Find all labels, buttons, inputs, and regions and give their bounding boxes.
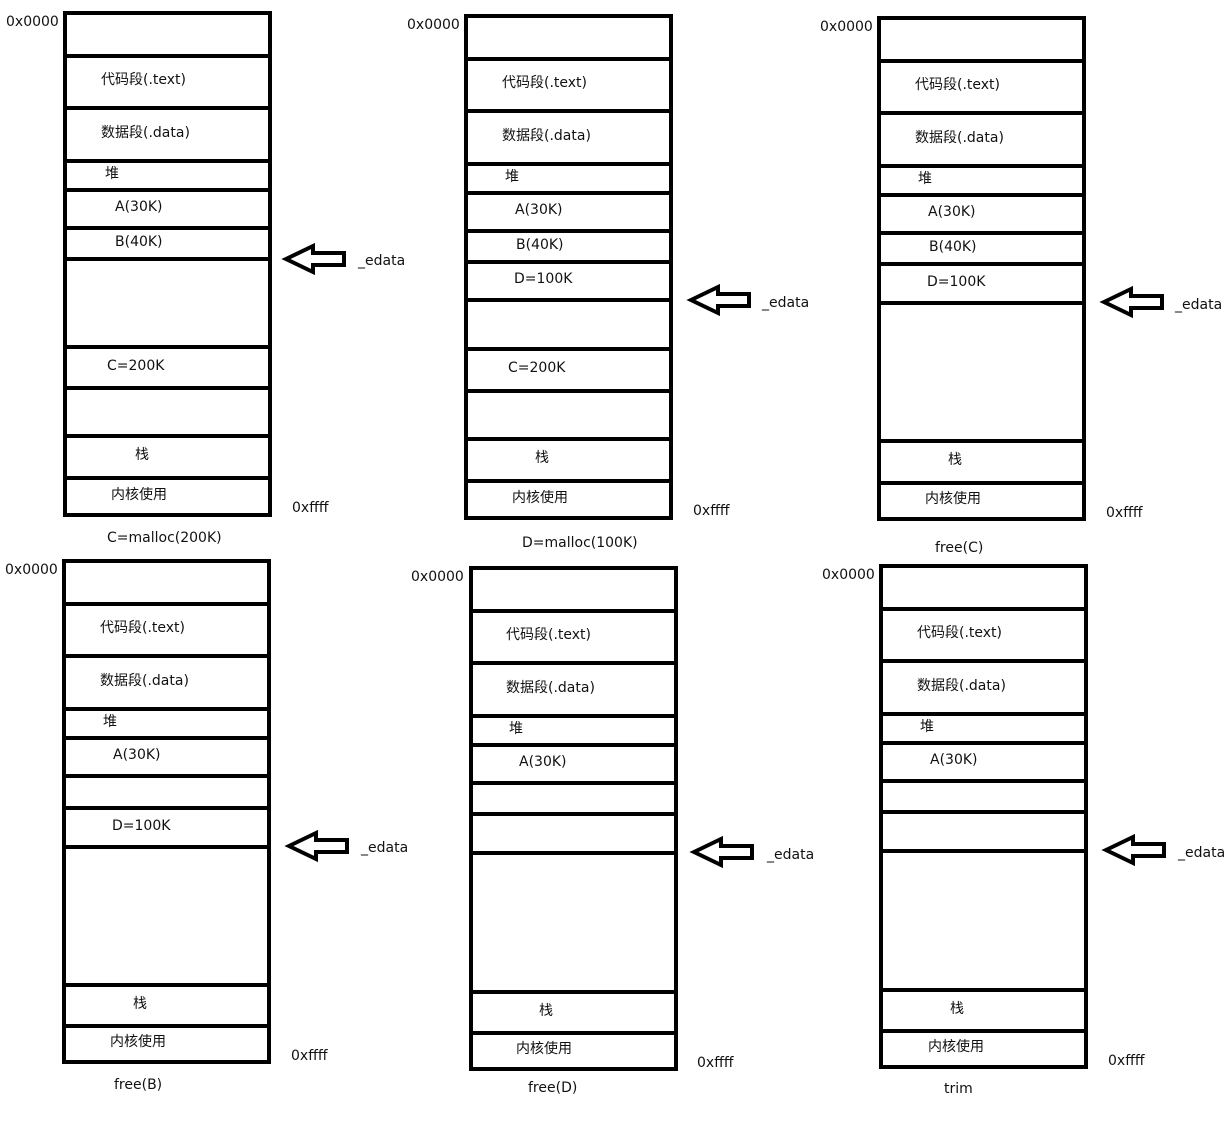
edata-pointer-label: _edata [1175, 297, 1223, 313]
memory-block-outline [62, 559, 271, 1064]
segment-label: A(30K) [115, 199, 163, 215]
edata-arrow-icon [1099, 285, 1164, 319]
segment-label: 代码段(.text) [915, 77, 1001, 93]
top-address-label: 0x0000 [5, 562, 58, 578]
top-address-label: 0x0000 [822, 567, 875, 583]
edata-arrow-icon [686, 283, 751, 317]
segment-label: 数据段(.data) [915, 130, 1004, 146]
segment-label: 代码段(.text) [506, 627, 592, 643]
segment-label: 代码段(.text) [100, 620, 186, 636]
memory-block-outline [469, 566, 678, 1071]
segment-label: 代码段(.text) [917, 625, 1003, 641]
top-address-label: 0x0000 [411, 569, 464, 585]
segment-label: A(30K) [515, 202, 563, 218]
segment-label: B(40K) [516, 237, 564, 253]
edata-pointer-label: _edata [358, 253, 406, 269]
segment-label: 堆 [505, 169, 519, 185]
bottom-address-label: 0xffff [291, 1048, 328, 1064]
segment-label: 内核使用 [516, 1041, 572, 1057]
segment-label: A(30K) [928, 204, 976, 220]
bottom-address-label: 0xffff [1106, 505, 1143, 521]
bottom-address-label: 0xffff [1108, 1053, 1145, 1069]
segment-label: 栈 [539, 1003, 553, 1019]
segment-label: 栈 [135, 447, 149, 463]
edata-arrow-icon [689, 835, 754, 869]
panel-caption: free(C) [935, 540, 984, 556]
segment-label: 栈 [535, 450, 549, 466]
panel-caption: D=malloc(100K) [522, 535, 638, 551]
panel-caption: free(D) [528, 1080, 578, 1096]
segment-label: 数据段(.data) [917, 678, 1006, 694]
edata-pointer-label: _edata [361, 840, 409, 856]
bottom-address-label: 0xffff [693, 503, 730, 519]
bottom-address-label: 0xffff [292, 500, 329, 516]
segment-label: D=100K [927, 274, 986, 290]
segment-label: 数据段(.data) [100, 673, 189, 689]
segment-label: D=100K [112, 818, 171, 834]
edata-arrow-icon [281, 242, 346, 276]
memory-block-outline [879, 564, 1088, 1069]
top-address-label: 0x0000 [407, 17, 460, 33]
segment-label: 堆 [918, 171, 932, 187]
segment-label: 堆 [509, 721, 523, 737]
top-address-label: 0x0000 [820, 19, 873, 35]
segment-label: 内核使用 [512, 490, 568, 506]
panel-caption: free(B) [114, 1077, 163, 1093]
panel-caption: C=malloc(200K) [107, 530, 222, 546]
memory-block-outline [63, 11, 272, 517]
memory-block-outline [877, 16, 1086, 521]
segment-label: 栈 [950, 1001, 964, 1017]
edata-arrow-icon [284, 829, 349, 863]
segment-label: C=200K [107, 358, 165, 374]
segment-label: D=100K [514, 271, 573, 287]
edata-pointer-label: _edata [762, 295, 810, 311]
segment-label: 堆 [103, 714, 117, 730]
edata-arrow-icon [1101, 833, 1166, 867]
segment-label: 数据段(.data) [101, 125, 190, 141]
segment-label: 内核使用 [928, 1039, 984, 1055]
segment-label: 代码段(.text) [101, 72, 187, 88]
edata-pointer-label: _edata [767, 847, 815, 863]
memory-block-outline [464, 14, 673, 520]
segment-label: 内核使用 [111, 487, 167, 503]
segment-label: 内核使用 [110, 1034, 166, 1050]
segment-label: 数据段(.data) [502, 128, 591, 144]
edata-pointer-label: _edata [1178, 845, 1226, 861]
segment-label: 堆 [920, 719, 934, 735]
segment-label: B(40K) [115, 234, 163, 250]
segment-label: 代码段(.text) [502, 75, 588, 91]
segment-label: B(40K) [929, 239, 977, 255]
top-address-label: 0x0000 [6, 14, 59, 30]
segment-label: A(30K) [519, 754, 567, 770]
segment-label: C=200K [508, 360, 566, 376]
segment-label: 栈 [133, 996, 147, 1012]
segment-label: 栈 [948, 452, 962, 468]
segment-label: A(30K) [930, 752, 978, 768]
panel-caption: trim [944, 1081, 973, 1097]
segment-label: 内核使用 [925, 491, 981, 507]
segment-label: 堆 [105, 166, 119, 182]
segment-label: A(30K) [113, 747, 161, 763]
segment-label: 数据段(.data) [506, 680, 595, 696]
bottom-address-label: 0xffff [697, 1055, 734, 1071]
